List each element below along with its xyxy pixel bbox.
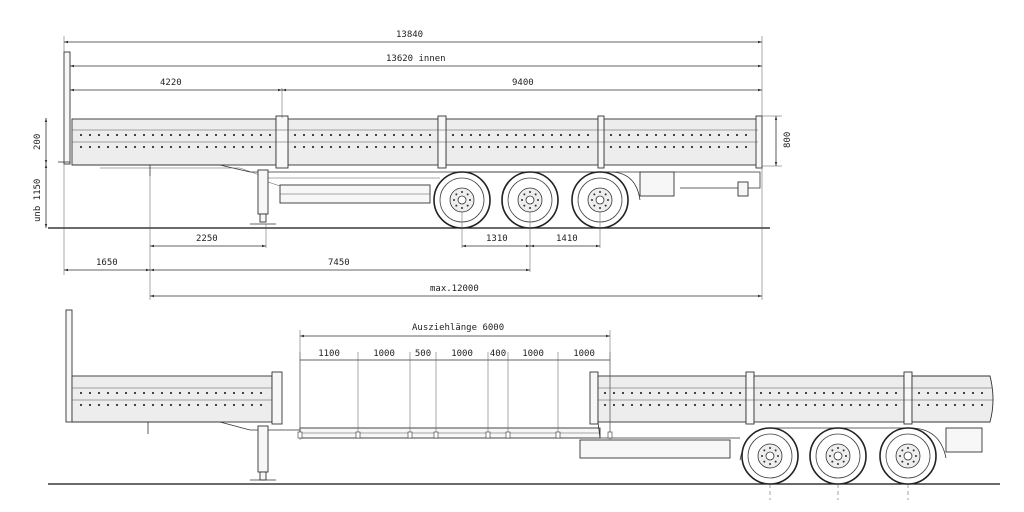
- dim-overall-length: 13840: [396, 30, 423, 40]
- dim-axle-spacing-1: 1310: [486, 234, 508, 244]
- extension-ticks: [297, 352, 613, 439]
- front-panel-bottom: [71, 375, 273, 423]
- toolbox-bottom: [945, 427, 983, 453]
- rear-panel-1-bottom: [597, 375, 747, 423]
- dim-extension-length: Ausziehlänge 6000: [412, 323, 504, 333]
- dim-inner-length: 13620 innen: [386, 54, 446, 64]
- wheels-bottom: [741, 427, 937, 500]
- dim-segment-5: 400: [490, 349, 506, 359]
- dim-max-length: max.12000: [430, 284, 479, 294]
- dim-kingpin-to-axle: 7450: [328, 258, 350, 268]
- dim-segment-4: 1000: [451, 349, 473, 359]
- toolbox-top: [639, 171, 675, 197]
- landing-leg-top: [250, 169, 281, 225]
- landing-leg-bottom: [250, 425, 276, 481]
- extension-tube-bottom: [579, 439, 731, 459]
- rear-panel-2-bottom: [753, 375, 905, 423]
- dim-front-overhang: 1650: [96, 258, 118, 268]
- dim-segment-1: 1100: [318, 349, 340, 359]
- dim-segment-3: 500: [415, 349, 431, 359]
- dim-kingpin-to-leg: 2250: [196, 234, 218, 244]
- headboard-post: [63, 51, 71, 165]
- headboard-post-bottom: [65, 309, 73, 423]
- dim-segment-6: 1000: [522, 349, 544, 359]
- dim-front-section: 4220: [160, 78, 182, 88]
- panel-holes-bottom: [80, 392, 983, 406]
- dim-axle-spacing-2: 1410: [556, 234, 578, 244]
- dim-segment-2: 1000: [373, 349, 395, 359]
- rear-light-top: [737, 181, 749, 197]
- bottom-trailer-view-extended: Ausziehlänge 6000 1100 1000 500 1000 400…: [48, 309, 1000, 500]
- dim-segment-7: 1000: [573, 349, 595, 359]
- rear-panel-3-bottom: [911, 375, 994, 423]
- top-trailer-view: 13840 13620 innen 4220 9400 200 unb 1150…: [33, 30, 793, 300]
- dim-rear-height: 800: [783, 132, 793, 148]
- dim-rear-section: 9400: [512, 78, 534, 88]
- panel-holes-top: [80, 134, 747, 148]
- wheels-top: [433, 171, 629, 229]
- dim-side-height: 200: [33, 134, 43, 150]
- dim-unladen-height: unb 1150: [33, 179, 43, 222]
